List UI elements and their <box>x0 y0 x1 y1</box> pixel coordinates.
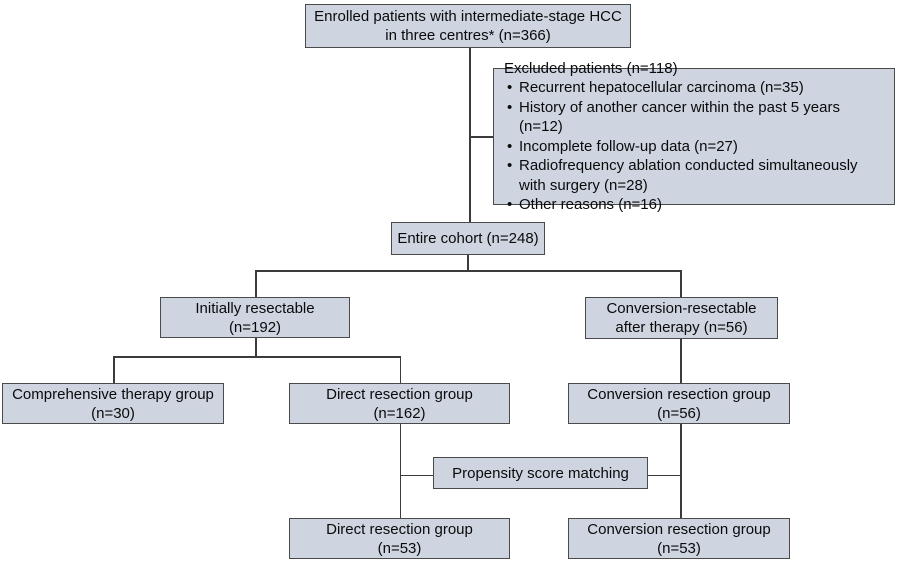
node-entire-cohort-label: Entire cohort (n=248) <box>397 230 539 247</box>
connector-propensity-left <box>400 474 433 476</box>
node-conversion-resectable: Conversion-resectable after therapy (n=5… <box>585 297 778 339</box>
node-enrolled-line1: Enrolled patients with intermediate-stag… <box>314 8 622 25</box>
connector-propensity-right <box>648 474 681 476</box>
connector-comprehensive-down <box>113 356 115 383</box>
connector-split-row3 <box>113 356 401 358</box>
node-conversion-resection-group-matched: Conversion resection group (n=53) <box>568 518 790 559</box>
connector-initially-down <box>255 270 257 297</box>
node-initially-line2: (n=192) <box>228 318 282 336</box>
node-direct53-line2: (n=53) <box>377 539 422 557</box>
node-conv56-line2: (n=56) <box>657 404 701 422</box>
node-excluded-patients: Excluded patients (n=118) Recurrent hepa… <box>493 60 895 214</box>
node-initially-resectable: Initially resectable (n=192) <box>160 297 350 338</box>
connector-initially-below <box>255 338 257 357</box>
connector-conv56-to-conv53 <box>680 424 682 518</box>
connector-enrolled-to-cohort <box>469 48 471 222</box>
connector-split-row2 <box>255 270 682 272</box>
node-enrolled-line2: in three centres* (n=366) <box>385 27 551 44</box>
excluded-bullet-rfa: Radiofrequency ablation conducted simult… <box>504 156 886 195</box>
node-entire-cohort: Entire cohort (n=248) <box>391 222 545 255</box>
node-conv53-line2: (n=53) <box>657 539 701 557</box>
excluded-bullet-incomplete-followup: Incomplete follow-up data (n=27) <box>504 137 886 157</box>
node-direct53-line1: Direct resection group <box>326 520 473 538</box>
excluded-bullet-recurrent-hcc: Recurrent hepatocellular carcinoma (n=35… <box>504 78 886 98</box>
node-conversion-resection-group: Conversion resection group (n=56) <box>568 383 790 424</box>
node-direct-resection-group-matched: Direct resection group (n=53) <box>289 518 510 559</box>
excluded-bullet-other: Other reasons (n=16) <box>504 195 886 215</box>
node-direct-resection-group: Direct resection group (n=162) <box>289 383 510 424</box>
node-comprehensive-line2: (n=30) <box>91 404 135 422</box>
node-initially-line1: Initially resectable <box>195 299 315 317</box>
connector-convres-to-conv56 <box>680 339 682 383</box>
excluded-title: Excluded patients (n=118) <box>504 59 678 77</box>
node-convres-line1: Conversion-resectable <box>606 300 757 317</box>
excluded-bullet-history-cancer: History of another cancer within the pas… <box>504 98 886 137</box>
node-propensity-score-matching: Propensity score matching <box>433 457 648 489</box>
node-direct162-line1: Direct resection group <box>326 385 473 403</box>
node-conv53-line1: Conversion resection group <box>587 520 771 538</box>
connector-direct-down <box>399 356 401 383</box>
connector-cohort-down <box>467 255 469 271</box>
node-enrolled-patients: Enrolled patients with intermediate-stag… <box>305 4 631 48</box>
connector-to-excluded <box>469 136 494 138</box>
connector-direct162-to-direct53 <box>399 424 401 518</box>
node-comprehensive-line1: Comprehensive therapy group <box>12 385 214 403</box>
connector-conversion-down <box>680 270 682 297</box>
node-propensity-label: Propensity score matching <box>452 464 629 482</box>
node-direct162-line2: (n=162) <box>373 404 426 422</box>
node-comprehensive-therapy-group: Comprehensive therapy group (n=30) <box>2 383 224 424</box>
node-convres-line2: after therapy (n=56) <box>615 319 748 336</box>
node-conv56-line1: Conversion resection group <box>587 385 771 403</box>
